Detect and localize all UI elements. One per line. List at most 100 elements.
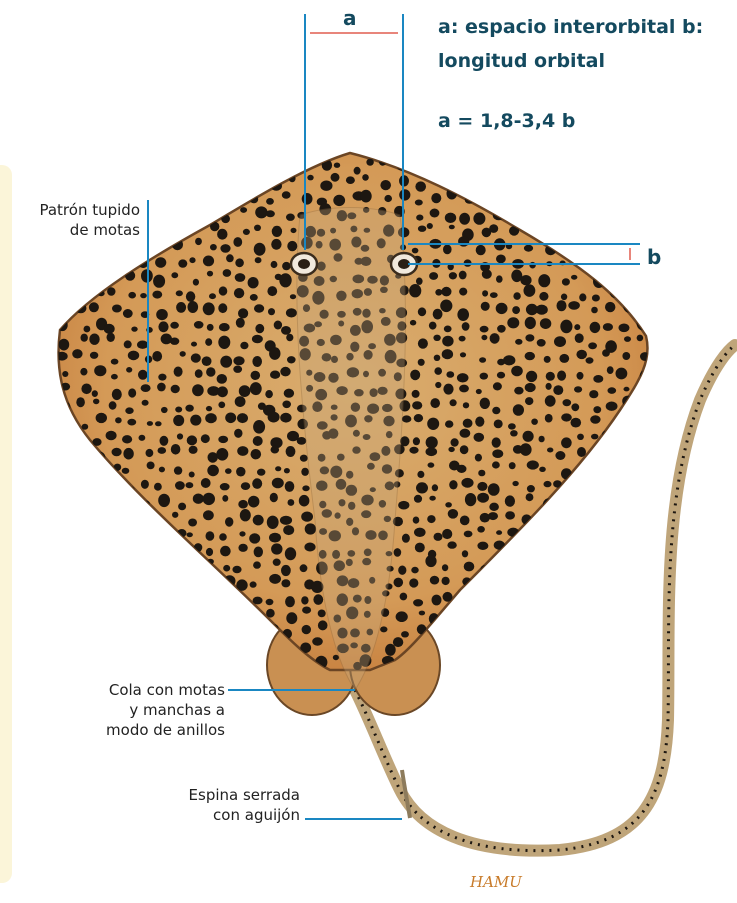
body-spot	[178, 145, 185, 151]
body-spot	[524, 663, 532, 669]
body-spot	[482, 290, 488, 296]
body-spot	[574, 531, 581, 537]
body-spot	[586, 463, 593, 471]
body-spot	[607, 461, 618, 474]
body-spot	[96, 254, 107, 264]
body-spot	[288, 168, 295, 174]
body-spot	[41, 430, 52, 439]
body-spot	[442, 529, 452, 539]
body-spot	[489, 224, 498, 233]
body-spot	[158, 321, 168, 332]
body-spot	[195, 369, 203, 378]
body-spot	[234, 288, 244, 298]
body-spot	[380, 180, 391, 190]
body-spot	[457, 308, 469, 321]
body-spot	[301, 511, 313, 521]
body-spot	[77, 624, 87, 632]
body-spot	[200, 579, 211, 587]
body-spot	[414, 147, 421, 155]
body-spot	[300, 564, 308, 572]
body-spot	[497, 325, 506, 333]
body-spot	[586, 662, 595, 671]
body-spot	[465, 642, 475, 650]
body-spot	[222, 147, 231, 154]
body-spot	[158, 596, 168, 605]
body-spot	[177, 158, 185, 166]
body-spot	[190, 580, 197, 585]
body-spot	[240, 509, 251, 521]
body-spot	[586, 357, 594, 363]
body-spot	[475, 454, 482, 462]
body-spot	[51, 643, 59, 650]
callout-tail-line2: y manchas a	[80, 700, 225, 720]
body-spot	[509, 462, 516, 469]
body-spot	[515, 639, 521, 644]
body-spot	[635, 610, 643, 619]
body-spot	[544, 531, 552, 539]
body-spot	[557, 300, 567, 311]
body-spot	[47, 526, 59, 535]
body-spot	[284, 468, 290, 473]
body-spot	[636, 658, 644, 665]
body-spot	[219, 286, 228, 295]
body-spot	[61, 470, 70, 477]
body-spot	[250, 656, 261, 665]
body-spot	[90, 352, 98, 359]
body-spot	[129, 604, 139, 615]
body-spot	[221, 215, 230, 224]
body-spot	[82, 481, 91, 489]
body-spot	[251, 449, 262, 459]
body-spot	[559, 624, 566, 630]
body-spot	[65, 502, 74, 511]
body-spot	[472, 604, 484, 617]
artist-signature: HAMU	[469, 873, 523, 891]
body-spot	[601, 606, 610, 616]
body-spot	[235, 273, 246, 282]
body-spot	[477, 493, 489, 503]
body-spot	[235, 396, 246, 407]
body-spot	[286, 214, 295, 221]
body-spot	[507, 317, 519, 328]
body-spot	[280, 367, 290, 377]
body-spot	[226, 660, 235, 670]
body-spot	[492, 461, 500, 468]
body-spot	[556, 144, 563, 151]
body-spot	[656, 384, 666, 393]
body-spot	[640, 417, 648, 424]
body-spot	[624, 147, 636, 161]
body-spot	[171, 655, 182, 667]
body-spot	[141, 480, 149, 489]
body-spot	[461, 622, 470, 631]
body-spot	[141, 269, 153, 282]
body-spot	[480, 513, 490, 523]
body-spot	[122, 240, 130, 246]
body-spot	[46, 371, 56, 380]
body-spot	[449, 480, 457, 489]
body-spot	[285, 596, 295, 607]
body-spot	[108, 512, 118, 522]
body-spot	[498, 143, 506, 152]
body-spot	[333, 195, 345, 206]
body-spot	[649, 209, 659, 219]
body-spot	[527, 564, 535, 572]
body-spot	[575, 579, 584, 586]
body-spot	[445, 642, 453, 651]
body-spot	[535, 227, 547, 237]
body-spot	[461, 478, 473, 488]
body-spot	[656, 499, 665, 506]
body-spot	[188, 612, 198, 622]
body-spot	[571, 418, 582, 428]
body-spot	[271, 543, 282, 554]
body-spot	[648, 467, 660, 479]
body-spot	[477, 482, 487, 491]
body-spot	[458, 236, 469, 246]
body-spot	[496, 255, 506, 264]
body-spot	[499, 642, 506, 649]
body-spot	[157, 383, 166, 392]
body-spot	[222, 176, 233, 187]
body-spot	[145, 147, 155, 157]
body-spot	[554, 224, 560, 230]
body-spot	[589, 591, 596, 598]
body-spot	[176, 290, 183, 296]
body-spot	[558, 241, 568, 252]
